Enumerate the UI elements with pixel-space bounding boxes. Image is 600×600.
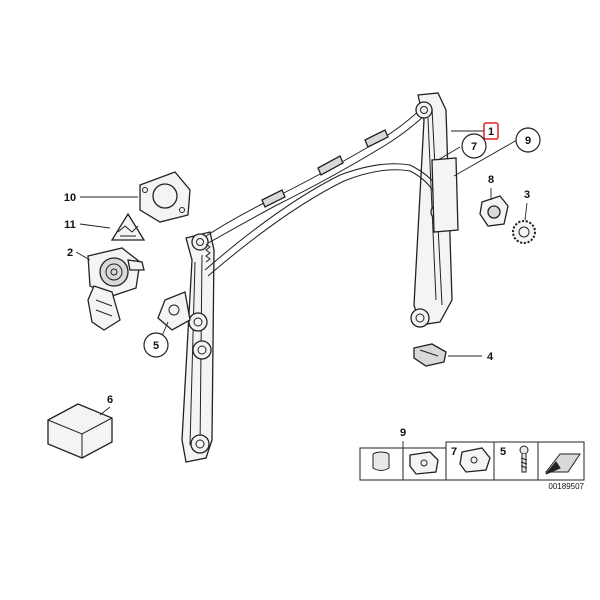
callout-9: 9 xyxy=(515,127,541,153)
part-gear xyxy=(512,220,536,244)
legend-group1-number: 9 xyxy=(400,427,406,439)
part-warning-label xyxy=(110,212,146,241)
callout-8-label: 8 xyxy=(488,174,494,186)
bracket-7-icon xyxy=(459,447,491,473)
leader-lines xyxy=(75,130,528,448)
callout-11-label: 11 xyxy=(64,219,76,231)
callout-2-label: 2 xyxy=(67,247,73,259)
part-window-motor xyxy=(87,247,145,331)
document-number: 00189507 xyxy=(548,482,584,491)
part-gasket xyxy=(139,171,191,223)
part-clip xyxy=(413,343,447,367)
cap-icon xyxy=(372,451,390,471)
callout-1: 1 xyxy=(483,122,499,140)
legend-panel: 9 7 5 xyxy=(359,427,585,491)
window-regulator-assembly xyxy=(157,92,459,463)
callout-1-highlight-box xyxy=(483,122,499,140)
part-bushing xyxy=(479,195,509,227)
bracket-icon xyxy=(409,451,439,475)
callout-9-label: 9 xyxy=(525,135,531,147)
part-box xyxy=(47,403,113,459)
callout-7: 7 xyxy=(461,133,487,159)
legend-box-5-number: 5 xyxy=(500,446,506,458)
arrow-icon xyxy=(544,453,581,475)
callout-1-label: 1 xyxy=(488,126,494,138)
callout-5: 5 xyxy=(143,332,169,358)
callout-4-label: 4 xyxy=(487,351,494,363)
screw-icon xyxy=(519,445,529,473)
callout-3-label: 3 xyxy=(524,189,530,201)
legend-box-7-number: 7 xyxy=(451,446,457,458)
callout-10-label: 10 xyxy=(64,192,76,204)
callout-6-label: 6 xyxy=(107,394,113,406)
callout-7-label: 7 xyxy=(471,141,477,153)
callout-5-label: 5 xyxy=(153,340,159,352)
